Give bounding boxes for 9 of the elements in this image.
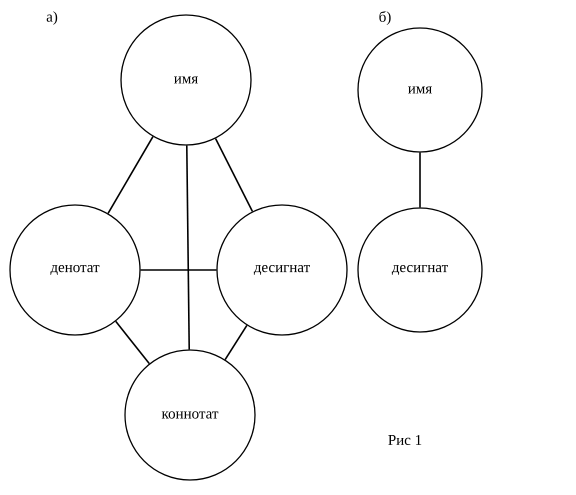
connector-line [107,136,154,214]
connector-line [224,324,248,360]
connector-line [419,152,421,208]
connector-line [186,146,190,350]
connector-line [140,269,216,271]
connector-line [115,320,150,364]
panel-label: а) [46,11,58,25]
connector-line [214,138,254,212]
figure-caption: Рис 1 [388,434,422,445]
